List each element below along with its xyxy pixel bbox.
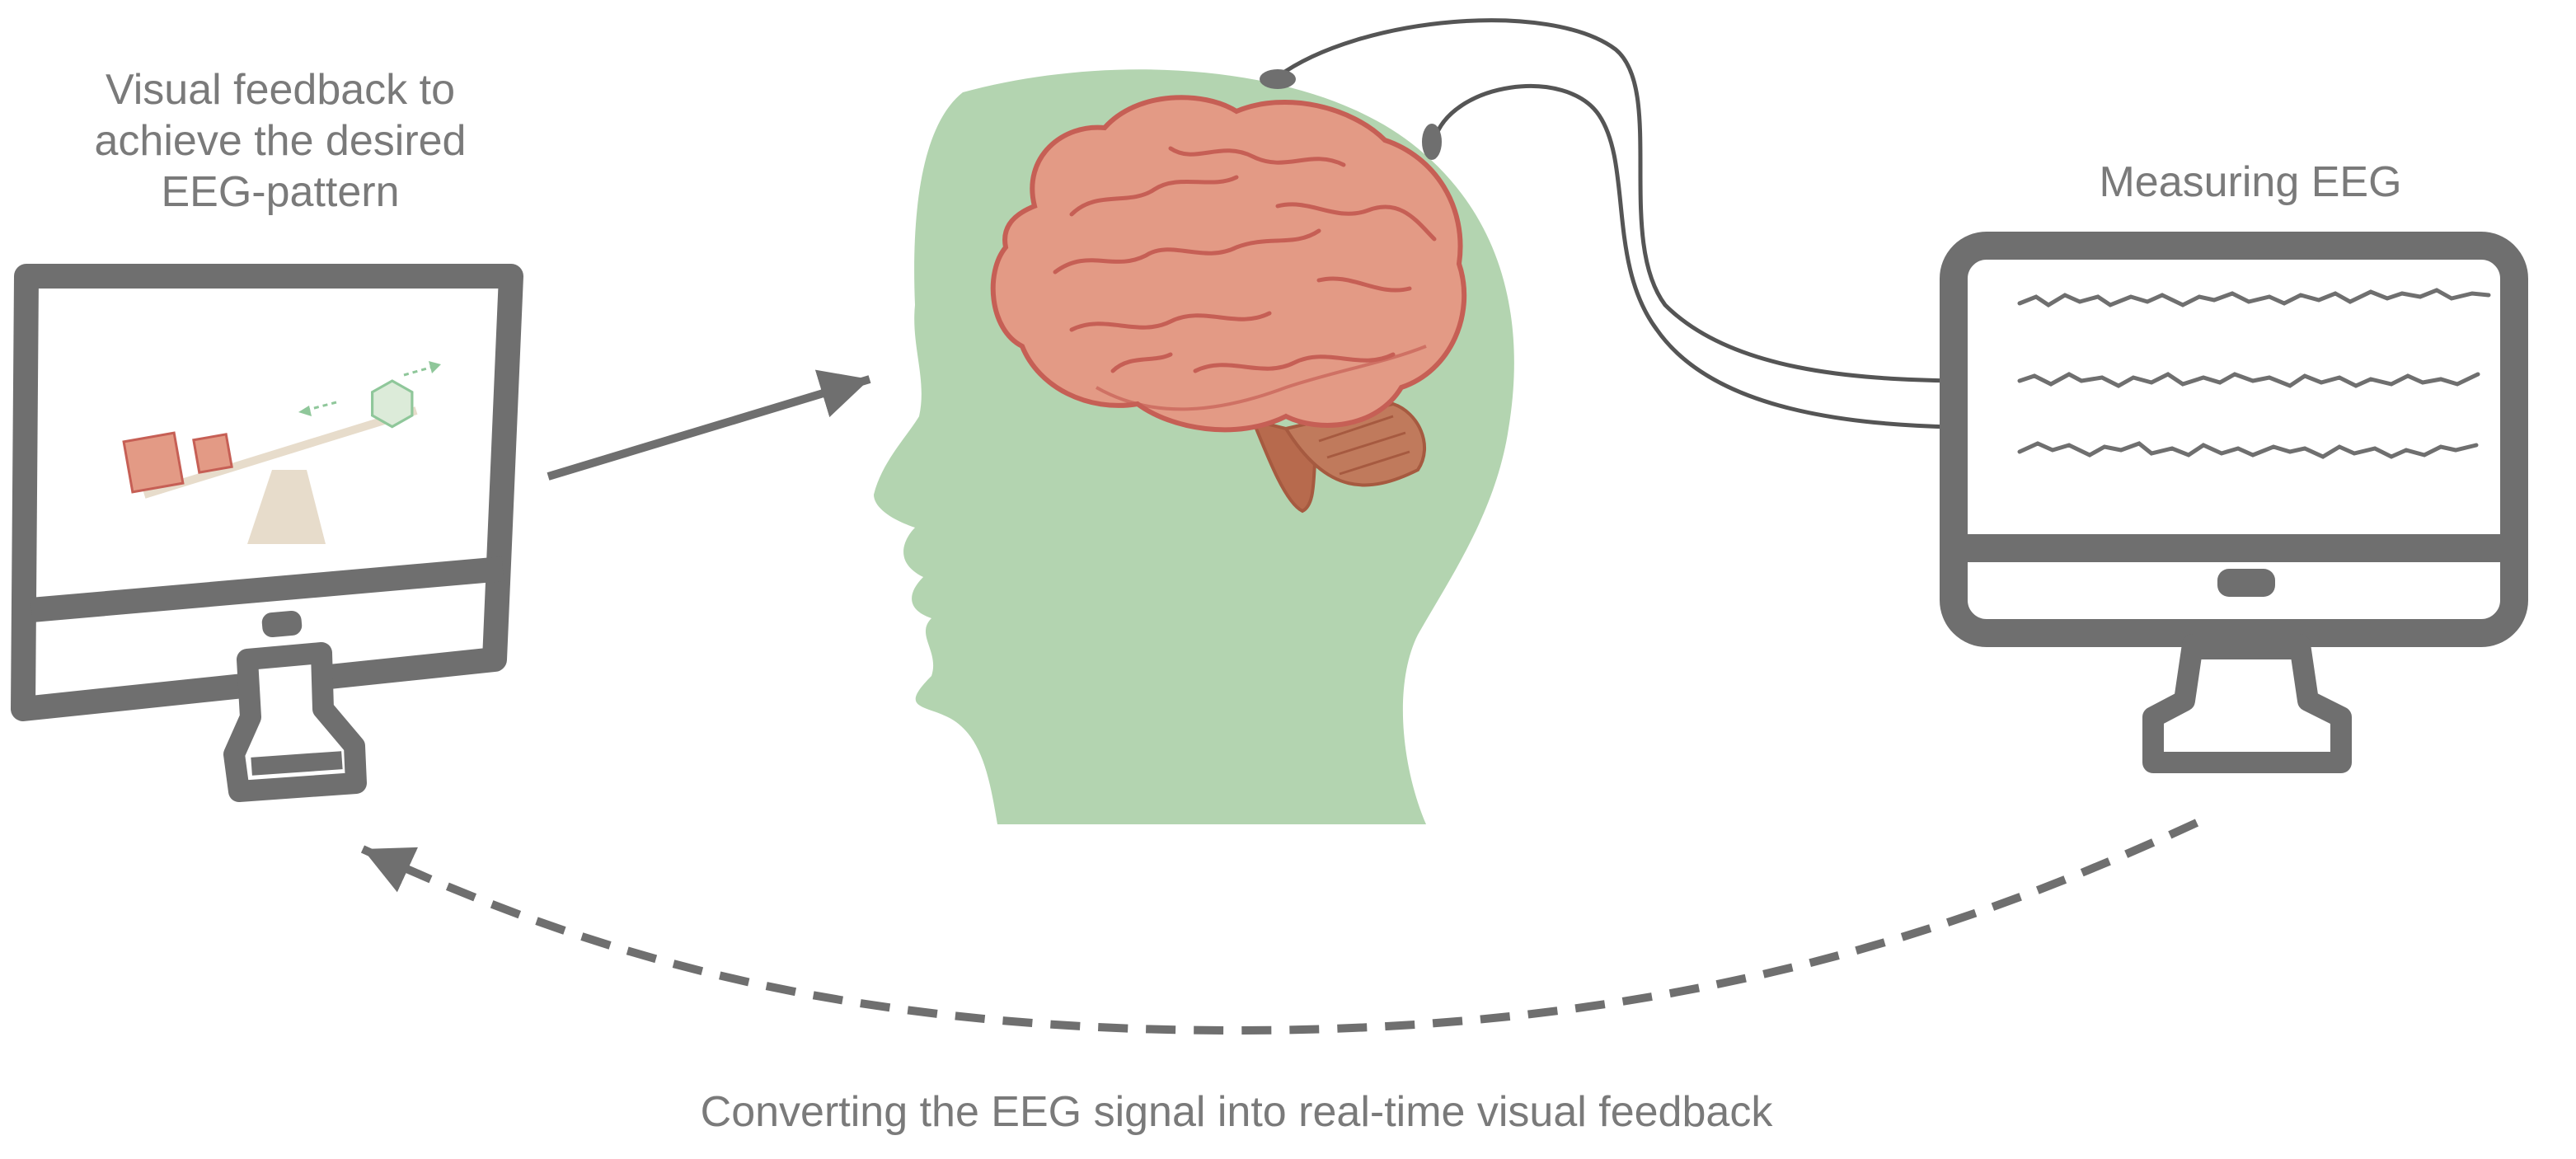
brain-icon <box>990 95 1467 514</box>
electrode-icon <box>1422 124 1442 160</box>
eeg-caption: Measuring EEG <box>2099 158 2402 206</box>
feedback-caption-line-2: achieve the desired <box>94 117 467 165</box>
electrode-cables <box>1260 18 1954 429</box>
eeg-monitor-icon <box>1940 232 2528 773</box>
electrode-icon <box>1260 69 1296 89</box>
feedback-loop-arrow <box>360 819 2199 1035</box>
conversion-caption: Converting the EEG signal into real-time… <box>700 1088 1773 1136</box>
balance-scale-icon <box>122 361 441 544</box>
feedback-caption-line-3: EEG-pattern <box>161 168 400 216</box>
eeg-traces <box>2017 288 2491 459</box>
feedback-monitor-icon <box>11 264 523 802</box>
feedback-caption: Visual feedback to achieve the desired E… <box>16 64 544 218</box>
feedback-caption-line-1: Visual feedback to <box>106 66 455 114</box>
input-arrow <box>547 369 871 481</box>
